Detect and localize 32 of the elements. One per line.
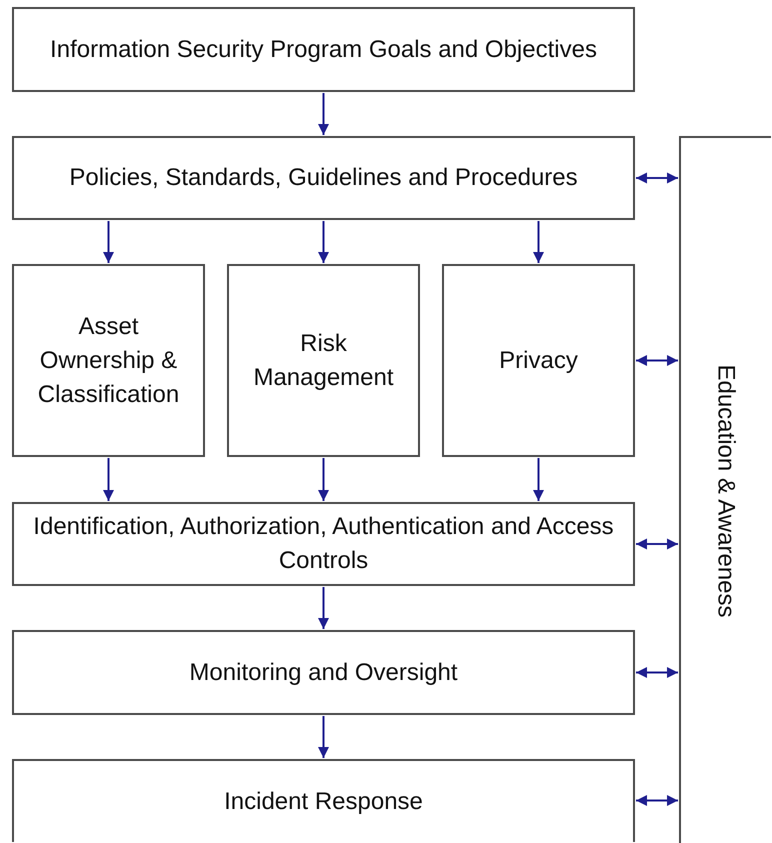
box-label: Information Security Program Goals and Objectives	[49, 34, 598, 64]
box-label: Policies, Standards, Guidelines and Procedures	[68, 163, 579, 193]
box-label: Incident Response	[223, 786, 424, 816]
process-box	[12, 759, 635, 842]
process-box	[12, 264, 205, 457]
box-label: Monitoring and Oversight	[188, 658, 459, 688]
arrow	[103, 221, 114, 263]
process-box	[12, 502, 635, 586]
arrow	[636, 355, 678, 366]
arrow	[318, 93, 329, 135]
box-label: Identification, Authorization, Authentication and Access Controls	[32, 512, 615, 576]
arrow	[318, 587, 329, 629]
arrow	[103, 458, 114, 501]
arrow	[533, 221, 544, 263]
process-box	[679, 136, 771, 843]
process-box	[12, 136, 635, 220]
arrow	[318, 458, 329, 501]
arrow	[636, 795, 678, 806]
arrow	[636, 538, 678, 550]
arrow	[318, 221, 329, 263]
arrow	[533, 458, 544, 501]
box-label: Asset Ownership & Classification	[36, 312, 180, 410]
arrow	[636, 667, 678, 678]
arrow	[636, 172, 678, 184]
box-label: Privacy	[498, 346, 579, 376]
box-label: Education & Awareness	[712, 362, 741, 620]
process-box	[442, 264, 635, 457]
arrow	[318, 716, 329, 758]
process-box	[227, 264, 420, 457]
process-box	[12, 630, 635, 715]
box-label: Risk Management	[252, 328, 395, 392]
process-box	[12, 7, 635, 92]
